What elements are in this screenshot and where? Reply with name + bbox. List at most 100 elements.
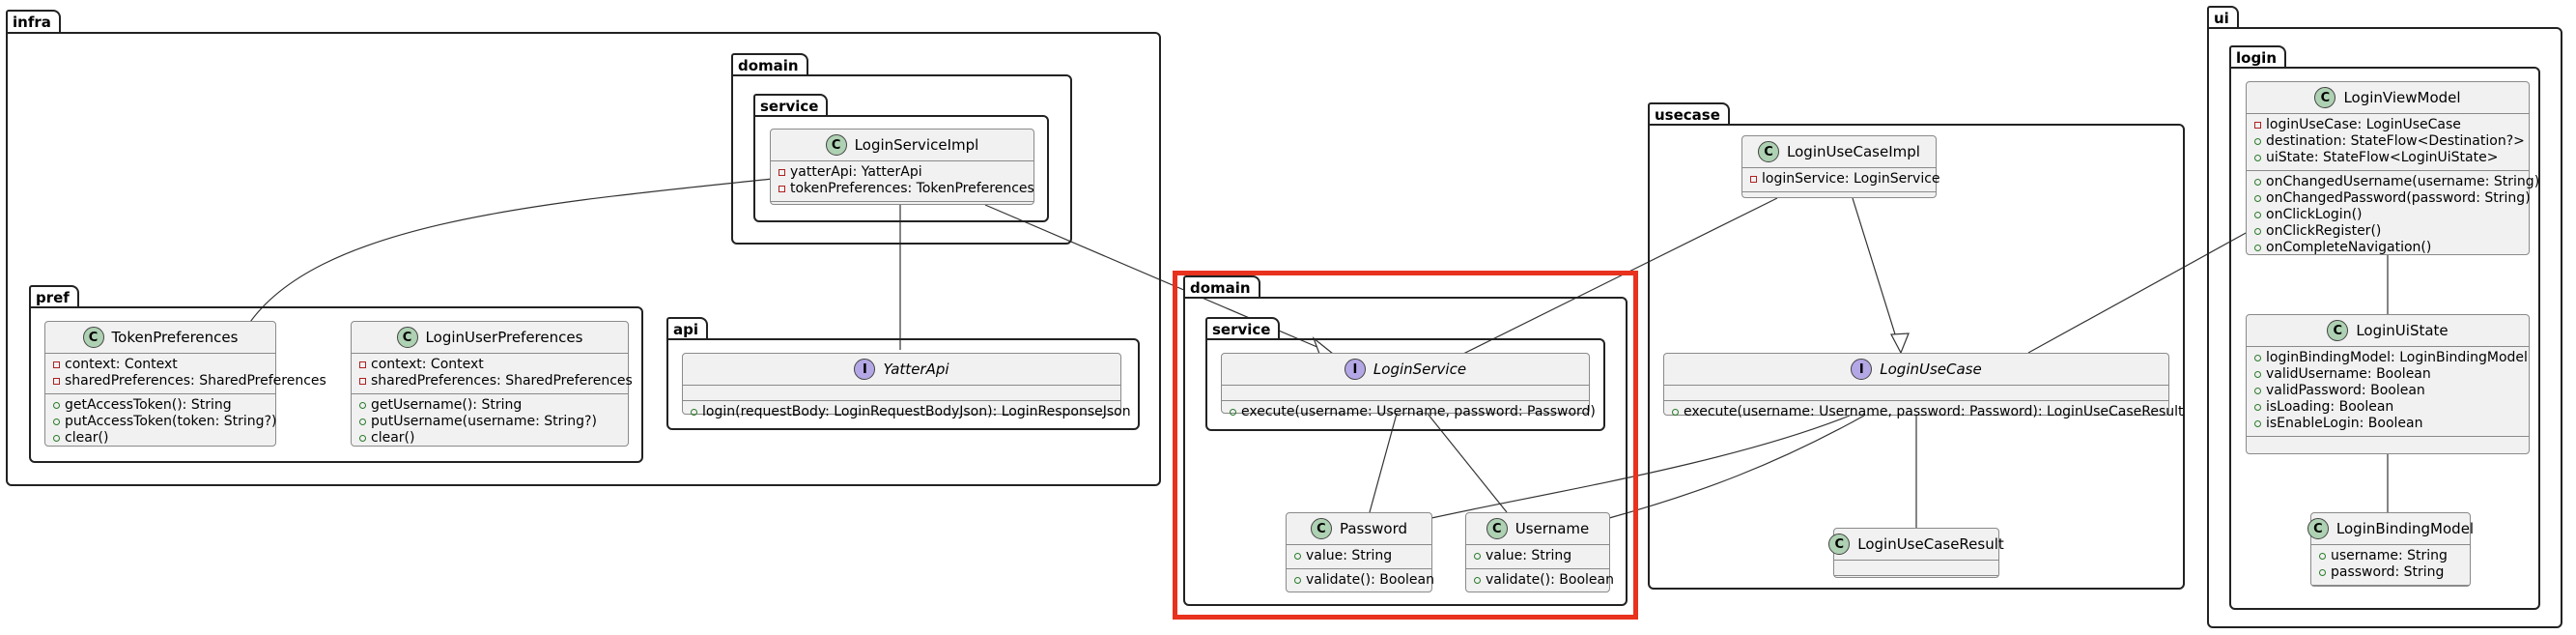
fields-section	[1222, 385, 1589, 400]
method-row: validate(): Boolean	[1294, 572, 1434, 589]
field-row: validUsername: Boolean	[2254, 366, 2521, 383]
class-login-use-case[interactable]: I LoginUseCase execute(username: Username,…	[1663, 353, 2184, 419]
member-text: onChangedPassword(password: String)	[2266, 190, 2531, 206]
package-api	[666, 338, 1140, 430]
public-visibility-icon	[359, 435, 366, 442]
member-text: context: Context	[371, 357, 484, 372]
member-text: isEnableLogin: Boolean	[2266, 416, 2423, 431]
methods-section: validate(): Boolean	[1287, 568, 1434, 592]
private-visibility-icon	[778, 186, 785, 192]
public-visibility-icon	[1474, 553, 1481, 560]
public-visibility-icon	[53, 402, 60, 409]
field-row: destination: StateFlow<Destination?>	[2254, 133, 2525, 150]
member-text: loginService: LoginService	[1762, 171, 1940, 187]
package-tab-ui: ui	[2207, 6, 2239, 28]
member-text: onClickLogin()	[2266, 207, 2363, 222]
field-row: isLoading: Boolean	[2254, 399, 2521, 416]
assoc-serviceimpl-tokenprefs	[247, 178, 774, 326]
field-row: sharedPreferences: SharedPreferences	[359, 373, 633, 390]
class-badge-icon: C	[825, 134, 847, 156]
public-visibility-icon	[2254, 228, 2261, 235]
package-login	[2229, 67, 2540, 610]
private-visibility-icon	[778, 169, 785, 176]
package-tab-infra-domain-service: service	[753, 94, 829, 116]
methods-section	[771, 201, 1033, 216]
member-text: clear()	[371, 430, 415, 446]
method-row: login(requestBody: LoginRequestBodyJson)…	[691, 404, 1131, 420]
member-text: yatterApi: YatterApi	[790, 164, 922, 180]
member-text: destination: StateFlow<Destination?>	[2266, 133, 2525, 149]
public-visibility-icon	[2254, 355, 2261, 361]
interface-badge-icon: I	[1851, 359, 1873, 380]
member-text: sharedPreferences: SharedPreferences	[65, 373, 326, 389]
realize-usecaseimpl-usecase	[1852, 197, 1902, 354]
public-visibility-icon	[1672, 409, 1679, 416]
public-visibility-icon	[2254, 195, 2261, 202]
public-visibility-icon	[2254, 138, 2261, 145]
public-visibility-icon	[2254, 245, 2261, 251]
private-visibility-icon	[53, 361, 60, 368]
class-name: LoginServiceImpl	[854, 136, 979, 154]
public-visibility-icon	[359, 402, 366, 409]
methods-section: execute(username: Username, password: Pa…	[1664, 400, 2184, 424]
fields-section: value: String	[1466, 544, 1609, 568]
field-row: validPassword: Boolean	[2254, 383, 2521, 399]
package-tab-infra-domain: domain	[731, 53, 808, 75]
package-tab-domain-service: service	[1205, 317, 1281, 339]
class-name: LoginService	[1373, 361, 1467, 378]
field-row: value: String	[1474, 548, 1601, 564]
field-row: password: String	[2319, 564, 2462, 581]
fields-section: value: String	[1287, 544, 1431, 568]
field-row: loginBindingModel: LoginBindingModel	[2254, 350, 2528, 366]
member-text: sharedPreferences: SharedPreferences	[371, 373, 633, 389]
class-name: Username	[1514, 520, 1590, 537]
methods-section: validate(): Boolean	[1466, 568, 1614, 592]
field-row: isEnableLogin: Boolean	[2254, 416, 2521, 432]
methods-section: login(requestBody: LoginRequestBodyJson)…	[683, 400, 1131, 424]
public-visibility-icon	[2254, 388, 2261, 394]
class-name: LoginUseCase	[1880, 361, 1982, 378]
public-visibility-icon	[53, 435, 60, 442]
public-visibility-icon	[2254, 404, 2261, 411]
private-visibility-icon	[359, 361, 366, 368]
method-row: onCompleteNavigation()	[2254, 240, 2521, 256]
member-text: onCompleteNavigation()	[2266, 240, 2432, 255]
public-visibility-icon	[2254, 155, 2261, 161]
class-name: LoginUseCaseResult	[1857, 535, 2004, 553]
realization-arrowhead	[1890, 332, 1910, 355]
public-visibility-icon	[53, 419, 60, 425]
class-badge-icon: C	[2327, 320, 2349, 341]
member-text: isLoading: Boolean	[2266, 399, 2394, 415]
methods-section	[1742, 191, 1936, 207]
class-badge-icon: C	[396, 327, 418, 348]
package-infra	[6, 32, 1161, 486]
public-visibility-icon	[359, 419, 366, 425]
method-row: execute(username: Username, password: Pa…	[1672, 404, 2184, 420]
member-text: context: Context	[65, 357, 178, 372]
member-text: putAccessToken(token: String?)	[65, 414, 277, 429]
method-row: clear()	[53, 430, 268, 447]
package-usecase	[1648, 124, 2185, 590]
